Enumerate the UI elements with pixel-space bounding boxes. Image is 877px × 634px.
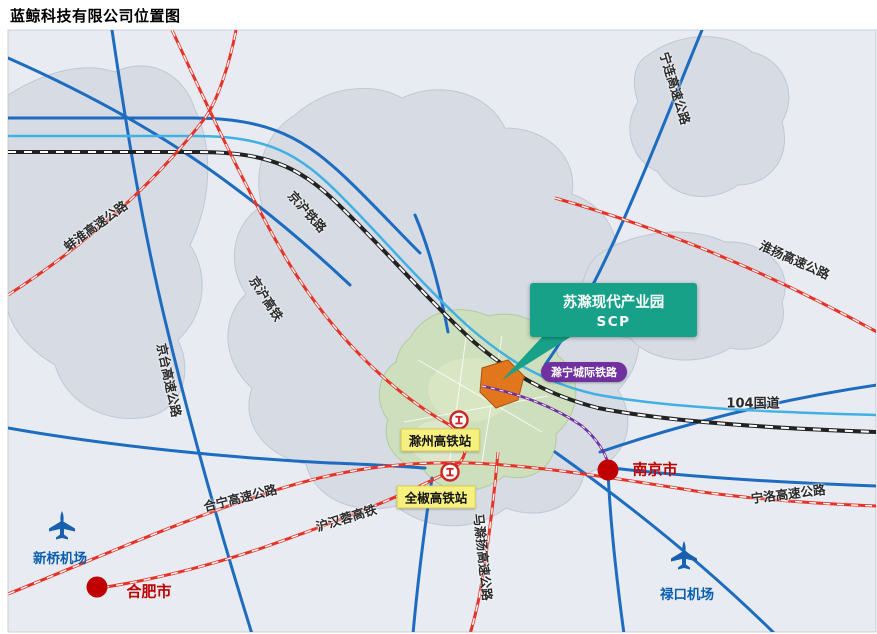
label-chuning-intercity-railway: 滁宁城际铁路 (541, 362, 627, 382)
nanjing-city-label: 南京市 (632, 460, 678, 479)
road-nanjing-east (610, 466, 876, 488)
railway-station-icon (449, 410, 469, 430)
road-nanjing-south (606, 468, 626, 632)
road-nanjing-northeast (598, 383, 876, 454)
quanjiao-station-label: 全椒高铁站 (396, 485, 476, 509)
scp-callout: 苏滁现代产业园 SCP (530, 283, 697, 337)
page-title: 蓝鲸科技有限公司位置图 (10, 7, 181, 25)
railway-jinghu-line (8, 150, 876, 434)
lukou-airport-label: 禄口机场 (660, 587, 714, 603)
airplane-icon (49, 511, 75, 540)
railway-station-icon (440, 462, 460, 482)
airplane-icon (671, 541, 697, 570)
road-city-north (413, 213, 450, 334)
expressway-jingtai-line (110, 30, 253, 632)
land-region-northeast (629, 36, 790, 197)
hefei-city-label: 合肥市 (126, 582, 172, 601)
xinqiao-airport-label: 新桥机场 (33, 551, 87, 567)
chuning-intercity-railway-line (481, 384, 611, 468)
scp-callout-abbr: SCP (596, 313, 631, 330)
road-northwest-diagonal (8, 56, 352, 287)
chuzhou-station-label: 滁州高铁站 (400, 428, 480, 452)
land-region-west (8, 65, 209, 419)
expressway-benghuai-line (8, 30, 238, 297)
expressway-hening-ningluo-line (8, 461, 876, 596)
city-dot-nanjing (597, 459, 619, 481)
label-g104-national-road: 104国道 (726, 396, 780, 412)
expressway-machuyang-line (469, 451, 500, 632)
red-expressways (8, 30, 876, 632)
road-g104-line (8, 134, 876, 417)
road-corridor-north (8, 116, 422, 255)
expressway-huaiyang-line (554, 196, 876, 334)
scp-callout-name: 苏滁现代产业园 (562, 294, 665, 311)
city-dot-hefei (86, 576, 108, 598)
scp-callout-pointer (502, 336, 572, 380)
